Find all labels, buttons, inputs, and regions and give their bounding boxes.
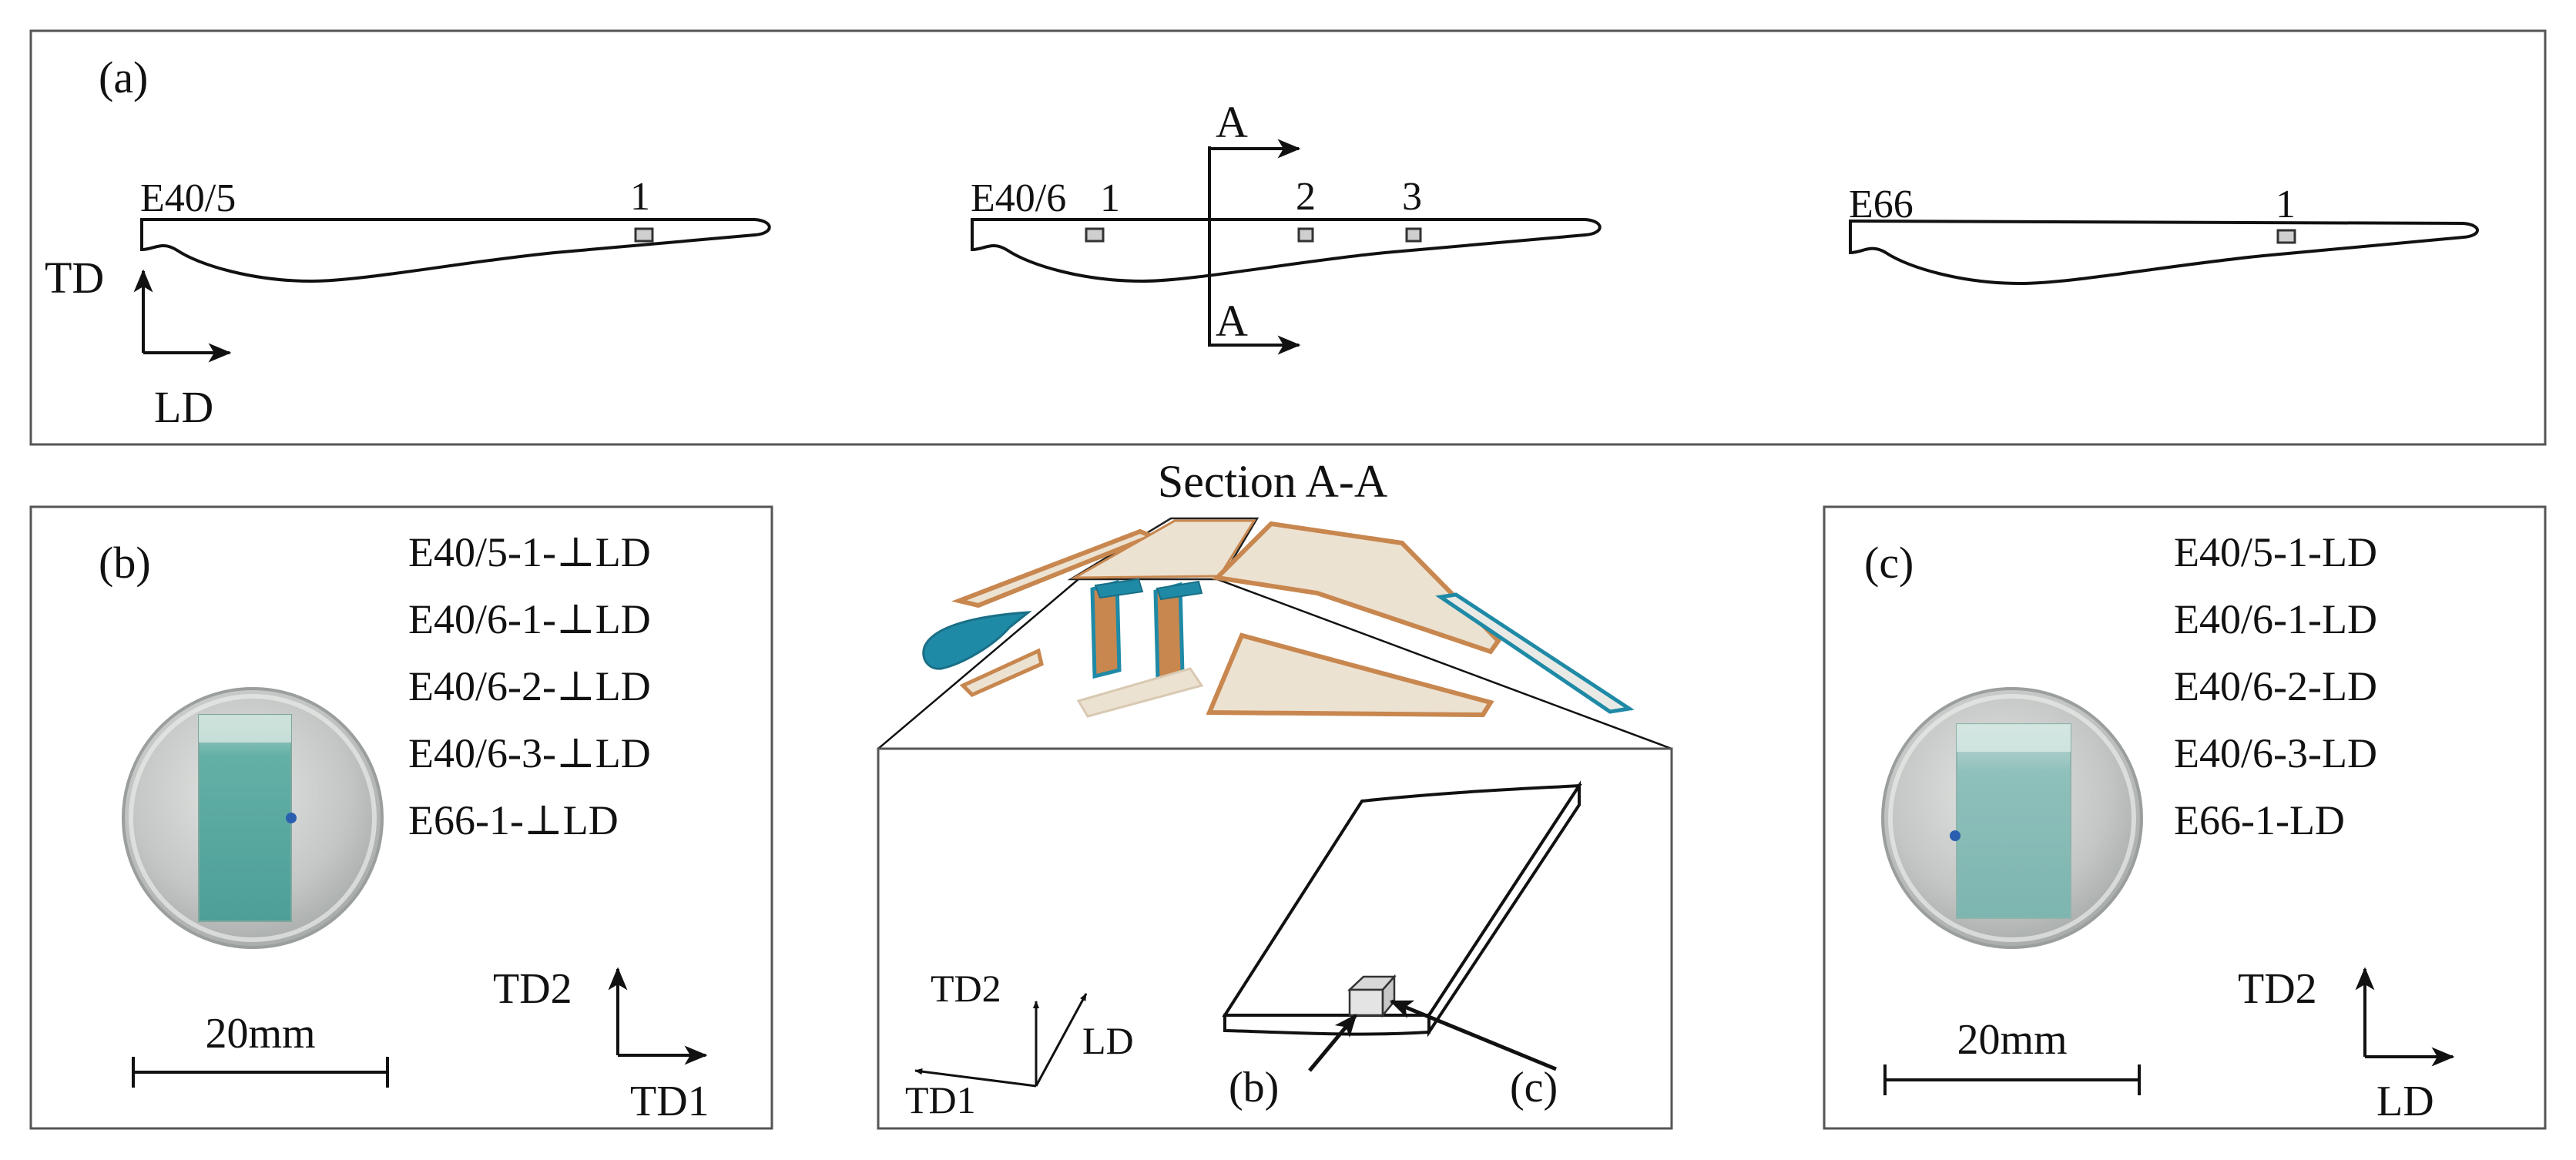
- specimen-top-edge: [1957, 724, 2071, 752]
- shell-piece: [1212, 521, 1501, 655]
- profile-label: E40/5: [140, 176, 236, 220]
- panel-c: (c) E40/5-1-LD E40/6-1-LD E40/6-2-LD E40…: [1823, 505, 2547, 1130]
- specimen-label: E40/6-2-LD: [2174, 663, 2377, 709]
- inset-detail: (b) (c) TD2 LD TD1: [877, 747, 1673, 1130]
- panel-b-label: (b): [99, 538, 151, 588]
- panel-b: (b) E40/5-1-⊥LD E40/6-1-⊥LD E40/6-2-⊥LD …: [29, 505, 773, 1130]
- shell-piece: [959, 648, 1044, 697]
- specimen-label: E40/5-1-⊥LD: [408, 529, 651, 575]
- specimen-label: E66-1-⊥LD: [408, 797, 619, 843]
- td1-axis-label: TD1: [905, 1078, 976, 1121]
- disc-highlight: [129, 694, 377, 942]
- blade-profile-outline: [971, 218, 1602, 283]
- specimen-label: E66-1-LD: [2174, 797, 2345, 843]
- td2-axis-label: TD2: [931, 967, 1001, 1010]
- orientation-mark: [1950, 830, 1961, 841]
- panel-c-label: (c): [1864, 538, 1914, 588]
- inset-frame: [877, 747, 1673, 1130]
- plate-top-face: [1222, 783, 1582, 1017]
- profile-e40-6: E40/6 1 2 3 A A: [971, 97, 1602, 355]
- blade-profile-outline: [140, 218, 771, 283]
- zoom-line-right: [1216, 578, 1672, 750]
- trailing-edge-strip: [1435, 592, 1635, 714]
- callout-label-c: (c): [1510, 1064, 1558, 1111]
- panel-a-frame: [29, 29, 2547, 446]
- zoom-line-left: [877, 578, 1079, 749]
- shell-piece: [1076, 667, 1204, 718]
- blade-profile-outline: [1849, 219, 2479, 286]
- marker-label: 1: [2276, 183, 2296, 226]
- panel-a-label: (a): [99, 52, 148, 102]
- profile-e40-5: E40/5 1: [140, 175, 771, 283]
- scale-label: 20mm: [1957, 1016, 2067, 1064]
- spar-cap-top: [1094, 578, 1144, 599]
- ld-axis-label: LD: [2376, 1078, 2434, 1125]
- sample-marker: [1085, 227, 1105, 243]
- ld-axis-arrow: [1035, 993, 1088, 1087]
- callout-label-b: (b): [1229, 1064, 1279, 1111]
- section-title: Section A-A: [1158, 456, 1387, 507]
- sample-marker: [1405, 227, 1422, 243]
- orientation-mark: [286, 813, 297, 823]
- profile-e66: E66 1: [1849, 183, 2479, 286]
- mounted-sample-disc: [122, 687, 384, 949]
- specimen-label: E40/6-1-LD: [2174, 596, 2377, 642]
- mounted-sample-disc: [1881, 687, 2143, 949]
- td1-axis-label: TD1: [630, 1078, 709, 1125]
- blade-exploded-view: [877, 517, 1672, 750]
- td2-axis-label: TD2: [2238, 965, 2317, 1013]
- specimen-section: [1956, 723, 2071, 919]
- sample-marker: [2276, 229, 2296, 244]
- coordinate-axes-b: TD2 TD1: [493, 965, 709, 1125]
- specimen-label: E40/6-2-⊥LD: [408, 663, 651, 709]
- panel-c-frame: [1823, 505, 2547, 1130]
- scale-bar: 20mm: [132, 1010, 389, 1088]
- leading-edge: [922, 611, 1032, 670]
- specimen-section: [198, 714, 292, 922]
- td2-axis-label: TD2: [493, 965, 572, 1013]
- shell-piece: [1206, 632, 1494, 718]
- marker-label: 1: [1100, 176, 1120, 220]
- section-mark-bottom: A: [1216, 296, 1248, 346]
- marker-label: 2: [1296, 175, 1316, 219]
- specimen-block-face: [1348, 988, 1384, 1017]
- coordinate-axes-c: TD2 LD: [2238, 965, 2455, 1125]
- specimen-top-edge: [199, 715, 291, 743]
- td1-axis-arrow: [914, 1068, 1037, 1088]
- panel-b-frame: [29, 505, 773, 1130]
- marker-label: 3: [1402, 175, 1422, 219]
- callout-arrow-b: [1308, 1014, 1357, 1072]
- callout-arrow-c: [1389, 999, 1557, 1071]
- shell-piece: [1070, 519, 1256, 579]
- specimen-label: E40/6-1-⊥LD: [408, 596, 651, 642]
- spar-cap: [1153, 582, 1185, 682]
- plate-front-face: [1223, 1014, 1431, 1036]
- scale-label: 20mm: [205, 1010, 315, 1058]
- panel-a: (a) E40/5 1 TD LD E40/6 1 2 3: [29, 29, 2547, 446]
- ld-axis-label: LD: [1082, 1019, 1134, 1062]
- section-mark-top: A: [1216, 97, 1248, 147]
- ld-axis-label: LD: [154, 382, 213, 432]
- specimen-label: E40/6-3-⊥LD: [408, 730, 651, 776]
- coordinate-axes-a: TD LD: [45, 253, 232, 432]
- sample-marker: [1297, 227, 1314, 243]
- profile-label: E66: [1849, 183, 1914, 226]
- disc-highlight: [1888, 694, 2136, 942]
- plate-side-face: [1427, 780, 1581, 1038]
- specimen-label: E40/5-1-LD: [2174, 529, 2377, 575]
- sample-marker: [634, 227, 654, 243]
- scale-bar: 20mm: [1883, 1016, 2141, 1095]
- profile-label: E40/6: [971, 176, 1066, 220]
- spar-cap-top: [1156, 580, 1203, 601]
- td-axis-label: TD: [45, 253, 104, 303]
- marker-label: 1: [630, 175, 650, 219]
- shell-plate: [1222, 780, 1582, 1038]
- specimen-label: E40/6-3-LD: [2174, 730, 2377, 776]
